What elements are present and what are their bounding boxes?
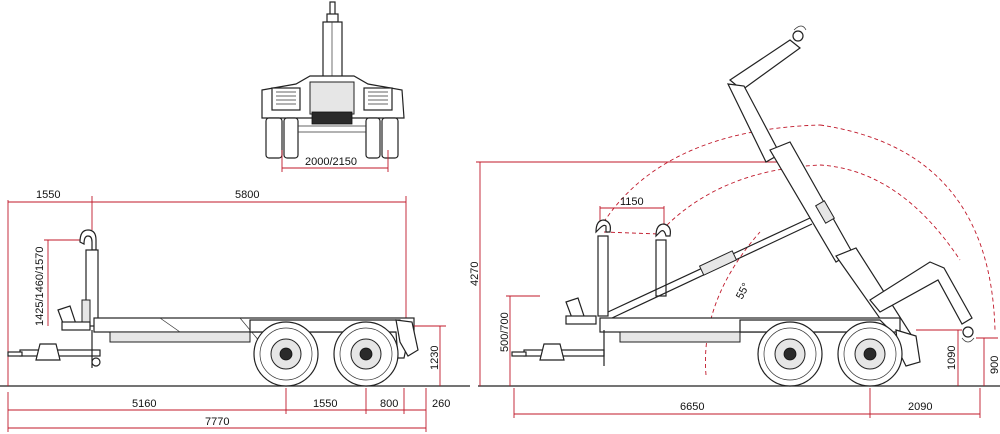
dim-hook-height: 1425/1460/1570 (34, 246, 46, 326)
dim-rear: 2090 (908, 401, 932, 413)
dim-overall-length: 7770 (205, 416, 229, 428)
dim-overall-top: 5800 (235, 189, 259, 201)
dim-hook-travel: 1150 (620, 196, 644, 208)
dim-front-overhang: 1550 (36, 189, 60, 201)
dim-frame-height: 1230 (429, 346, 441, 370)
tipping-view: 4270 1150 500/700 55° (469, 25, 1000, 418)
front-view: 2000/2150 (261, 1, 405, 172)
tipping-wheel-front (757, 321, 823, 387)
dim-bottom-3: 800 (380, 398, 398, 410)
dim-hook-end-height: 900 (989, 356, 1000, 374)
wheel-rear (333, 321, 399, 387)
tipping-angle: 55° (734, 281, 752, 301)
dim-drawbar-height: 500/700 (499, 312, 511, 352)
dim-bottom-4: 260 (432, 398, 450, 410)
dim-bottom-2: 1550 (313, 398, 337, 410)
track-dimension: 2000/2150 (305, 156, 357, 168)
dim-length: 6650 (680, 401, 704, 413)
dim-bottom-1: 5160 (132, 398, 156, 410)
side-view: 1550 5800 1425/1460/1570 (0, 189, 470, 432)
dim-total-height: 4270 (469, 262, 481, 286)
dim-pivot-height: 1090 (946, 346, 958, 370)
wheel-front (253, 321, 319, 387)
tipping-wheel-rear (837, 321, 903, 387)
